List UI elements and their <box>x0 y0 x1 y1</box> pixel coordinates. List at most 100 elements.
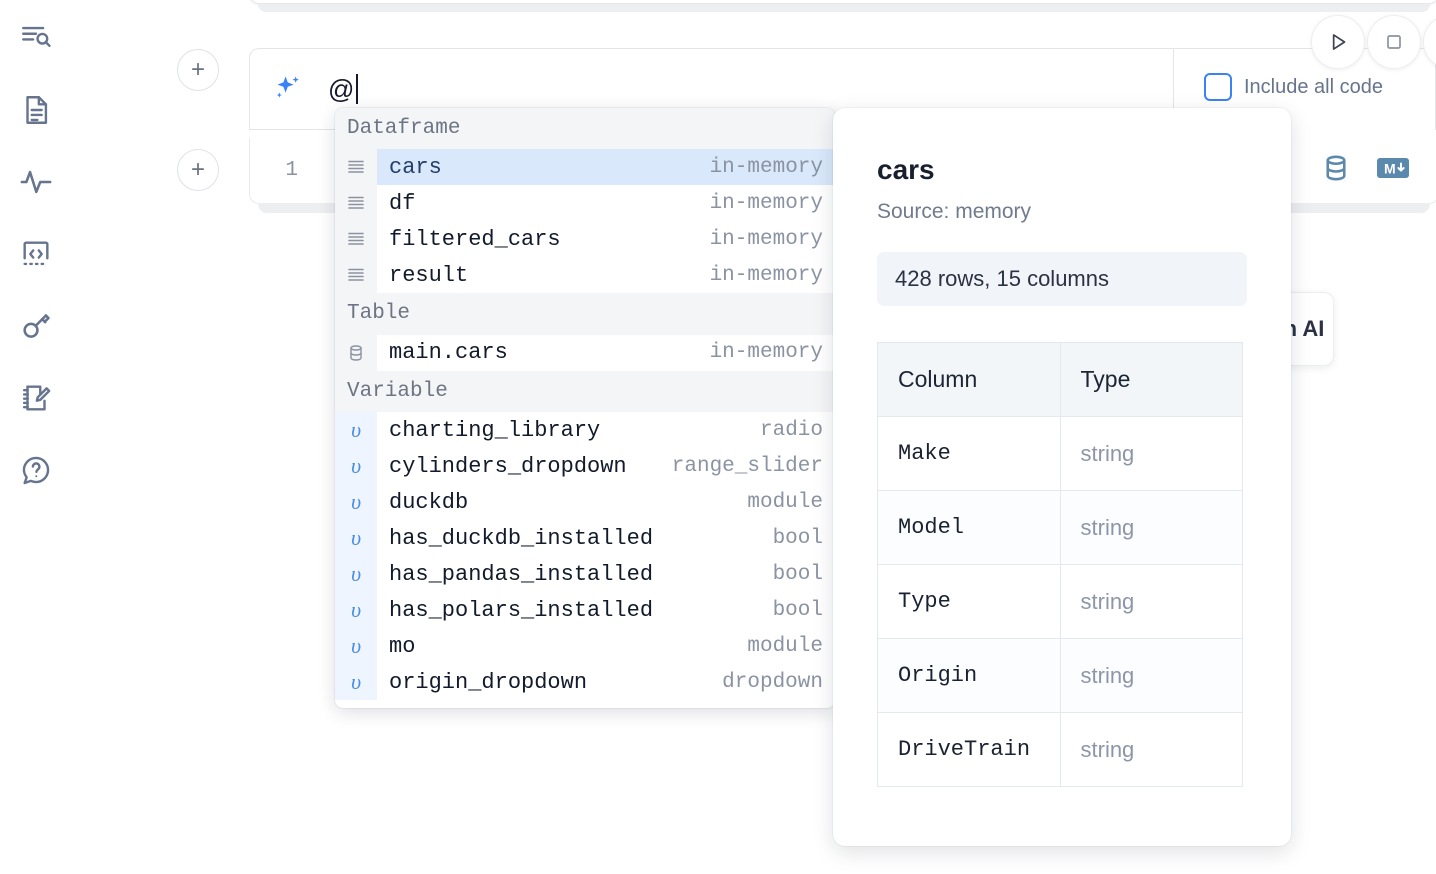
run-button[interactable] <box>1311 15 1365 69</box>
include-all-code-checkbox[interactable] <box>1204 73 1232 101</box>
ai-prompt-input[interactable]: @ <box>328 49 358 129</box>
autocomplete-item-name: has_polars_installed <box>389 597 654 623</box>
secrets-icon[interactable] <box>14 304 58 348</box>
doc-column-type: string <box>1059 638 1243 713</box>
autocomplete-item-name: origin_dropdown <box>389 669 588 695</box>
explore-icon[interactable] <box>14 16 58 60</box>
autocomplete-item-type: in-memory <box>709 191 823 215</box>
doc-column-type: string <box>1059 712 1243 787</box>
autocomplete-item[interactable]: υ has_duckdb_installed bool <box>335 520 835 557</box>
dataframe-icon <box>335 149 377 186</box>
doc-shape-badge: 428 rows, 15 columns <box>877 252 1247 306</box>
sidebar-rail <box>0 0 72 874</box>
autocomplete-item-name: df <box>389 190 416 216</box>
markdown-icon[interactable]: M <box>1376 155 1410 186</box>
autocomplete-item-type: dropdown <box>722 670 823 694</box>
variable-icon: υ <box>335 556 377 593</box>
cell-icon-group: M <box>1320 152 1410 189</box>
include-all-code-toggle[interactable]: Include all code <box>1204 73 1383 101</box>
doc-column-name: Origin <box>877 638 1061 713</box>
autocomplete-item-type: in-memory <box>709 341 823 365</box>
doc-title: cars <box>877 154 935 185</box>
autocomplete-item[interactable]: filtered_cars in-memory <box>335 221 835 258</box>
previous-cell-shadow <box>258 4 1430 12</box>
variable-icon: υ <box>335 484 377 521</box>
variable-icon: υ <box>335 664 377 701</box>
autocomplete-item-type: in-memory <box>709 263 823 287</box>
autocomplete-item-name: cars <box>377 154 442 180</box>
doc-column-name: DriveTrain <box>877 712 1061 787</box>
doc-column-name: Make <box>877 416 1061 491</box>
autocomplete-item-type: bool <box>772 526 823 550</box>
doc-column-name: Model <box>877 490 1061 565</box>
autocomplete-item-name: filtered_cars <box>389 226 561 252</box>
autocomplete-item-type: bool <box>772 598 823 622</box>
autocomplete-item-type: in-memory <box>709 155 835 179</box>
dataframe-icon <box>335 257 377 294</box>
variable-icon: υ <box>335 592 377 629</box>
autocomplete-item-name: duckdb <box>389 489 469 515</box>
autocomplete-item[interactable]: df in-memory <box>335 185 835 222</box>
documentation-panel: cars Source: memory 428 rows, 15 columns… <box>833 108 1291 846</box>
autocomplete-group-header: Table <box>335 293 835 335</box>
autocomplete-item-name: has_duckdb_installed <box>389 525 654 551</box>
database-icon[interactable] <box>1320 152 1352 189</box>
file-icon[interactable] <box>14 88 58 132</box>
add-cell-button-below[interactable]: + <box>177 149 219 191</box>
add-cell-button-above[interactable]: + <box>177 49 219 91</box>
stop-button[interactable] <box>1367 15 1421 69</box>
code-icon[interactable] <box>14 232 58 276</box>
autocomplete-item-body: charting_library radio <box>377 412 835 448</box>
autocomplete-item-body: origin_dropdown dropdown <box>377 664 835 700</box>
autocomplete-item-type: in-memory <box>709 227 823 251</box>
variable-icon: υ <box>335 628 377 665</box>
svg-text:M: M <box>1384 161 1396 177</box>
autocomplete-item-body: has_duckdb_installed bool <box>377 520 835 556</box>
variable-icon: υ <box>335 520 377 557</box>
autocomplete-item-type: radio <box>759 418 823 442</box>
autocomplete-item[interactable]: cars in-memory <box>335 149 835 186</box>
help-icon[interactable] <box>14 448 58 492</box>
text-caret <box>355 74 358 104</box>
sparkle-icon <box>270 72 304 106</box>
autocomplete-item[interactable]: υ has_polars_installed bool <box>335 592 835 629</box>
doc-table-header-cell: Column <box>877 342 1061 417</box>
activity-icon[interactable] <box>14 160 58 204</box>
autocomplete-item-type: bool <box>772 562 823 586</box>
autocomplete-item-type: module <box>747 490 823 514</box>
doc-column-name: Type <box>877 564 1061 639</box>
doc-column-type: string <box>1059 564 1243 639</box>
doc-table-header-cell: Type <box>1059 342 1243 417</box>
autocomplete-item[interactable]: υ origin_dropdown dropdown <box>335 664 835 701</box>
autocomplete-item-body: df in-memory <box>377 185 835 221</box>
autocomplete-group-header: Variable <box>335 370 835 413</box>
autocomplete-item-body: has_polars_installed bool <box>377 592 835 628</box>
autocomplete-item-name: charting_library <box>389 417 601 443</box>
ai-prompt-value: @ <box>328 73 355 104</box>
doc-column-type: string <box>1059 416 1243 491</box>
doc-column-type: string <box>1059 490 1243 565</box>
include-all-code-label: Include all code <box>1244 75 1383 98</box>
autocomplete-item-body: filtered_cars in-memory <box>377 221 835 257</box>
scratchpad-icon[interactable] <box>14 376 58 420</box>
plus-icon: + <box>190 56 205 83</box>
autocomplete-item-type: module <box>747 634 823 658</box>
